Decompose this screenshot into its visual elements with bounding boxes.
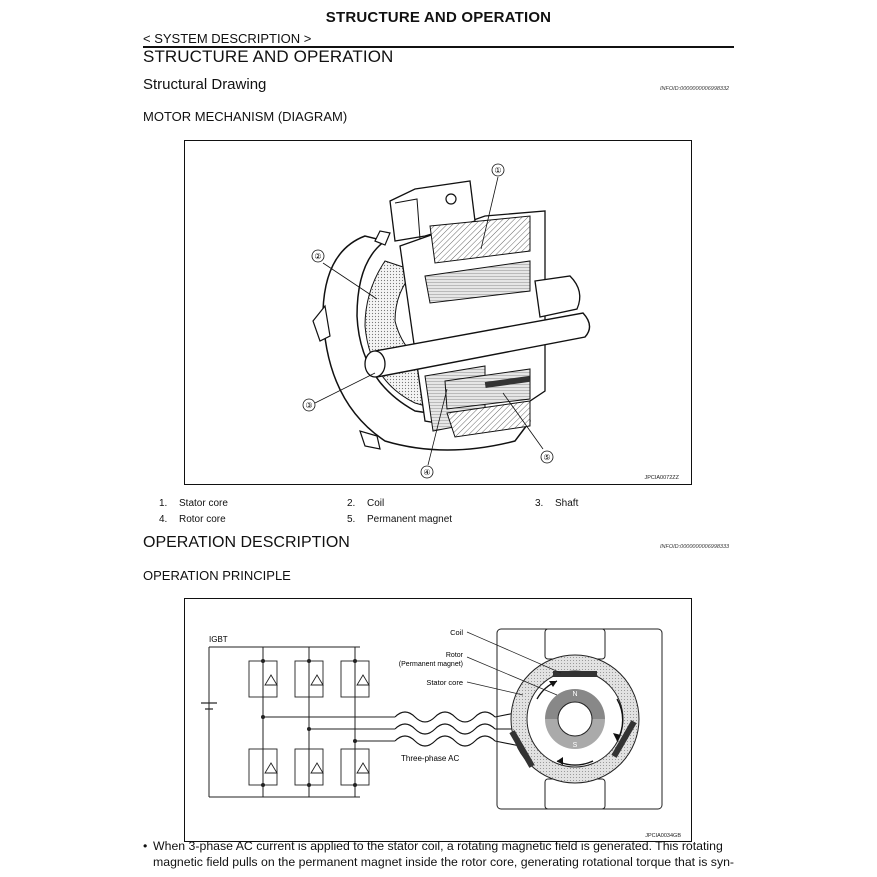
legend-item: 3.Shaft bbox=[535, 498, 579, 509]
svg-text:S: S bbox=[573, 742, 578, 749]
legend-item: 4.Rotor core bbox=[159, 514, 226, 525]
motor-mechanism-heading: MOTOR MECHANISM (DIAGRAM) bbox=[143, 109, 348, 124]
callout-4: ④ bbox=[420, 388, 448, 479]
page-header: STRUCTURE AND OPERATION bbox=[325, 9, 552, 26]
operation-principle-figure: IGBT bbox=[184, 598, 692, 842]
callout-5: ⑤ bbox=[502, 392, 554, 464]
svg-text:Rotor: Rotor bbox=[446, 652, 464, 659]
svg-text:③: ③ bbox=[305, 401, 312, 410]
structural-infoid: INFOID:0000000006998332 bbox=[660, 86, 730, 92]
paragraph-line: magnetic field pulls on the permanent ma… bbox=[153, 855, 735, 869]
motor-cutaway-drawing: ① ② ③ ④ ⑤ bbox=[302, 163, 591, 479]
legend-item: 2.Coil bbox=[347, 498, 385, 509]
paragraph-line: •When 3-phase AC current is applied to t… bbox=[143, 839, 723, 853]
figure-code: JPCIA0072ZZ bbox=[644, 475, 679, 481]
operation-principle-heading: OPERATION PRINCIPLE bbox=[143, 568, 291, 583]
legend-item: 1.Stator core bbox=[159, 498, 228, 509]
breadcrumb: < SYSTEM DESCRIPTION > bbox=[143, 31, 312, 46]
structural-drawing-heading: Structural Drawing bbox=[143, 76, 267, 93]
figure-code: JPCIA0034GB bbox=[645, 833, 681, 839]
svg-text:(Permanent magnet): (Permanent magnet) bbox=[399, 661, 463, 668]
svg-text:Stator core: Stator core bbox=[426, 678, 463, 687]
callout-2: ② bbox=[311, 249, 378, 300]
operation-paragraph: •When 3-phase AC current is applied to t… bbox=[143, 838, 743, 870]
callout-3: ③ bbox=[302, 372, 376, 412]
motor-mechanism-figure: ① ② ③ ④ ⑤ JPCIA0072ZZ bbox=[184, 140, 692, 485]
svg-text:Coil: Coil bbox=[450, 628, 463, 637]
svg-text:IGBT: IGBT bbox=[209, 635, 228, 644]
svg-text:④: ④ bbox=[423, 468, 430, 477]
operation-infoid: INFOID:0000000006998333 bbox=[660, 544, 730, 550]
svg-text:⑤: ⑤ bbox=[543, 453, 550, 462]
operation-description-heading: OPERATION DESCRIPTION bbox=[143, 534, 350, 551]
main-title: STRUCTURE AND OPERATION bbox=[143, 47, 394, 66]
svg-text:Three-phase AC: Three-phase AC bbox=[401, 754, 459, 763]
svg-text:N: N bbox=[572, 691, 577, 698]
callout-1: ① bbox=[480, 163, 505, 250]
svg-text:①: ① bbox=[494, 166, 501, 175]
svg-text:②: ② bbox=[314, 252, 321, 261]
header-rule bbox=[143, 46, 734, 48]
inverter-motor-diagram: IGBT bbox=[201, 628, 663, 810]
legend-item: 5.Permanent magnet bbox=[347, 514, 453, 525]
bullet: • bbox=[143, 839, 148, 853]
